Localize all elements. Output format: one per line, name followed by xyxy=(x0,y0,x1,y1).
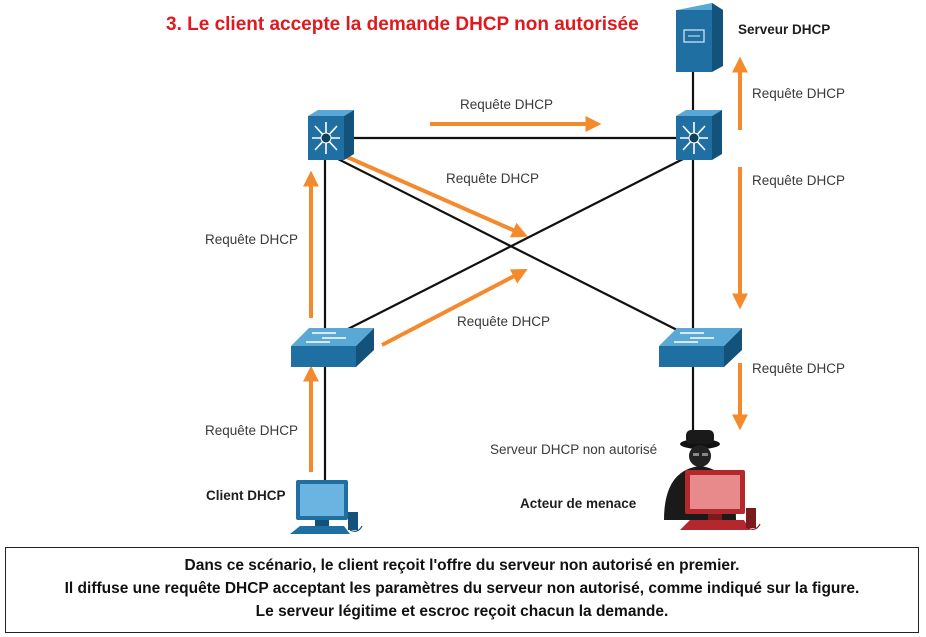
arrow-label-diag-top: Requête DHCP xyxy=(446,171,540,186)
caption-line-2: Il diffuse une requête DHCP acceptant le… xyxy=(64,580,860,597)
arrow-label-right-middle: Requête DHCP xyxy=(752,173,846,188)
network-links xyxy=(323,72,695,482)
caption-line-1: Dans ce scénario, le client reçoit l'off… xyxy=(184,557,740,574)
request-arrows xyxy=(303,56,748,472)
multilayer-switch-left-icon[interactable] xyxy=(308,110,354,160)
link-mr-sl xyxy=(341,157,686,333)
client-pc-icon[interactable] xyxy=(290,480,363,534)
rogue-pc-icon[interactable] xyxy=(680,470,761,530)
dhcp-client-label: Client DHCP xyxy=(206,488,286,503)
switch-right-icon[interactable] xyxy=(659,328,742,367)
arrow-diag-bottom xyxy=(381,269,528,347)
arrow-diag-top xyxy=(346,155,528,238)
rogue-server-label: Serveur DHCP non autorisé xyxy=(490,442,658,457)
dhcp-server-label: Serveur DHCP xyxy=(738,22,831,37)
arrow-label-left-upper: Requête DHCP xyxy=(205,232,299,247)
arrow-label-diag-bottom: Requête DHCP xyxy=(457,314,551,329)
arrow-label-left-lower: Requête DHCP xyxy=(205,423,299,438)
caption-line-3: Le serveur légitime et escroc reçoit cha… xyxy=(255,603,669,620)
arrow-label-right-top: Requête DHCP xyxy=(752,86,846,101)
arrow-label-right-lower: Requête DHCP xyxy=(752,361,846,376)
multilayer-switch-right-icon[interactable] xyxy=(676,110,722,160)
diagram-title: 3. Le client accepte la demande DHCP non… xyxy=(166,14,639,35)
threat-actor-label: Acteur de menace xyxy=(520,496,637,511)
caption-box: Dans ce scénario, le client reçoit l'off… xyxy=(5,547,919,633)
arrow-label-top: Requête DHCP xyxy=(460,97,554,112)
switch-left-icon[interactable] xyxy=(291,328,374,367)
dhcp-server-icon[interactable] xyxy=(676,3,723,72)
